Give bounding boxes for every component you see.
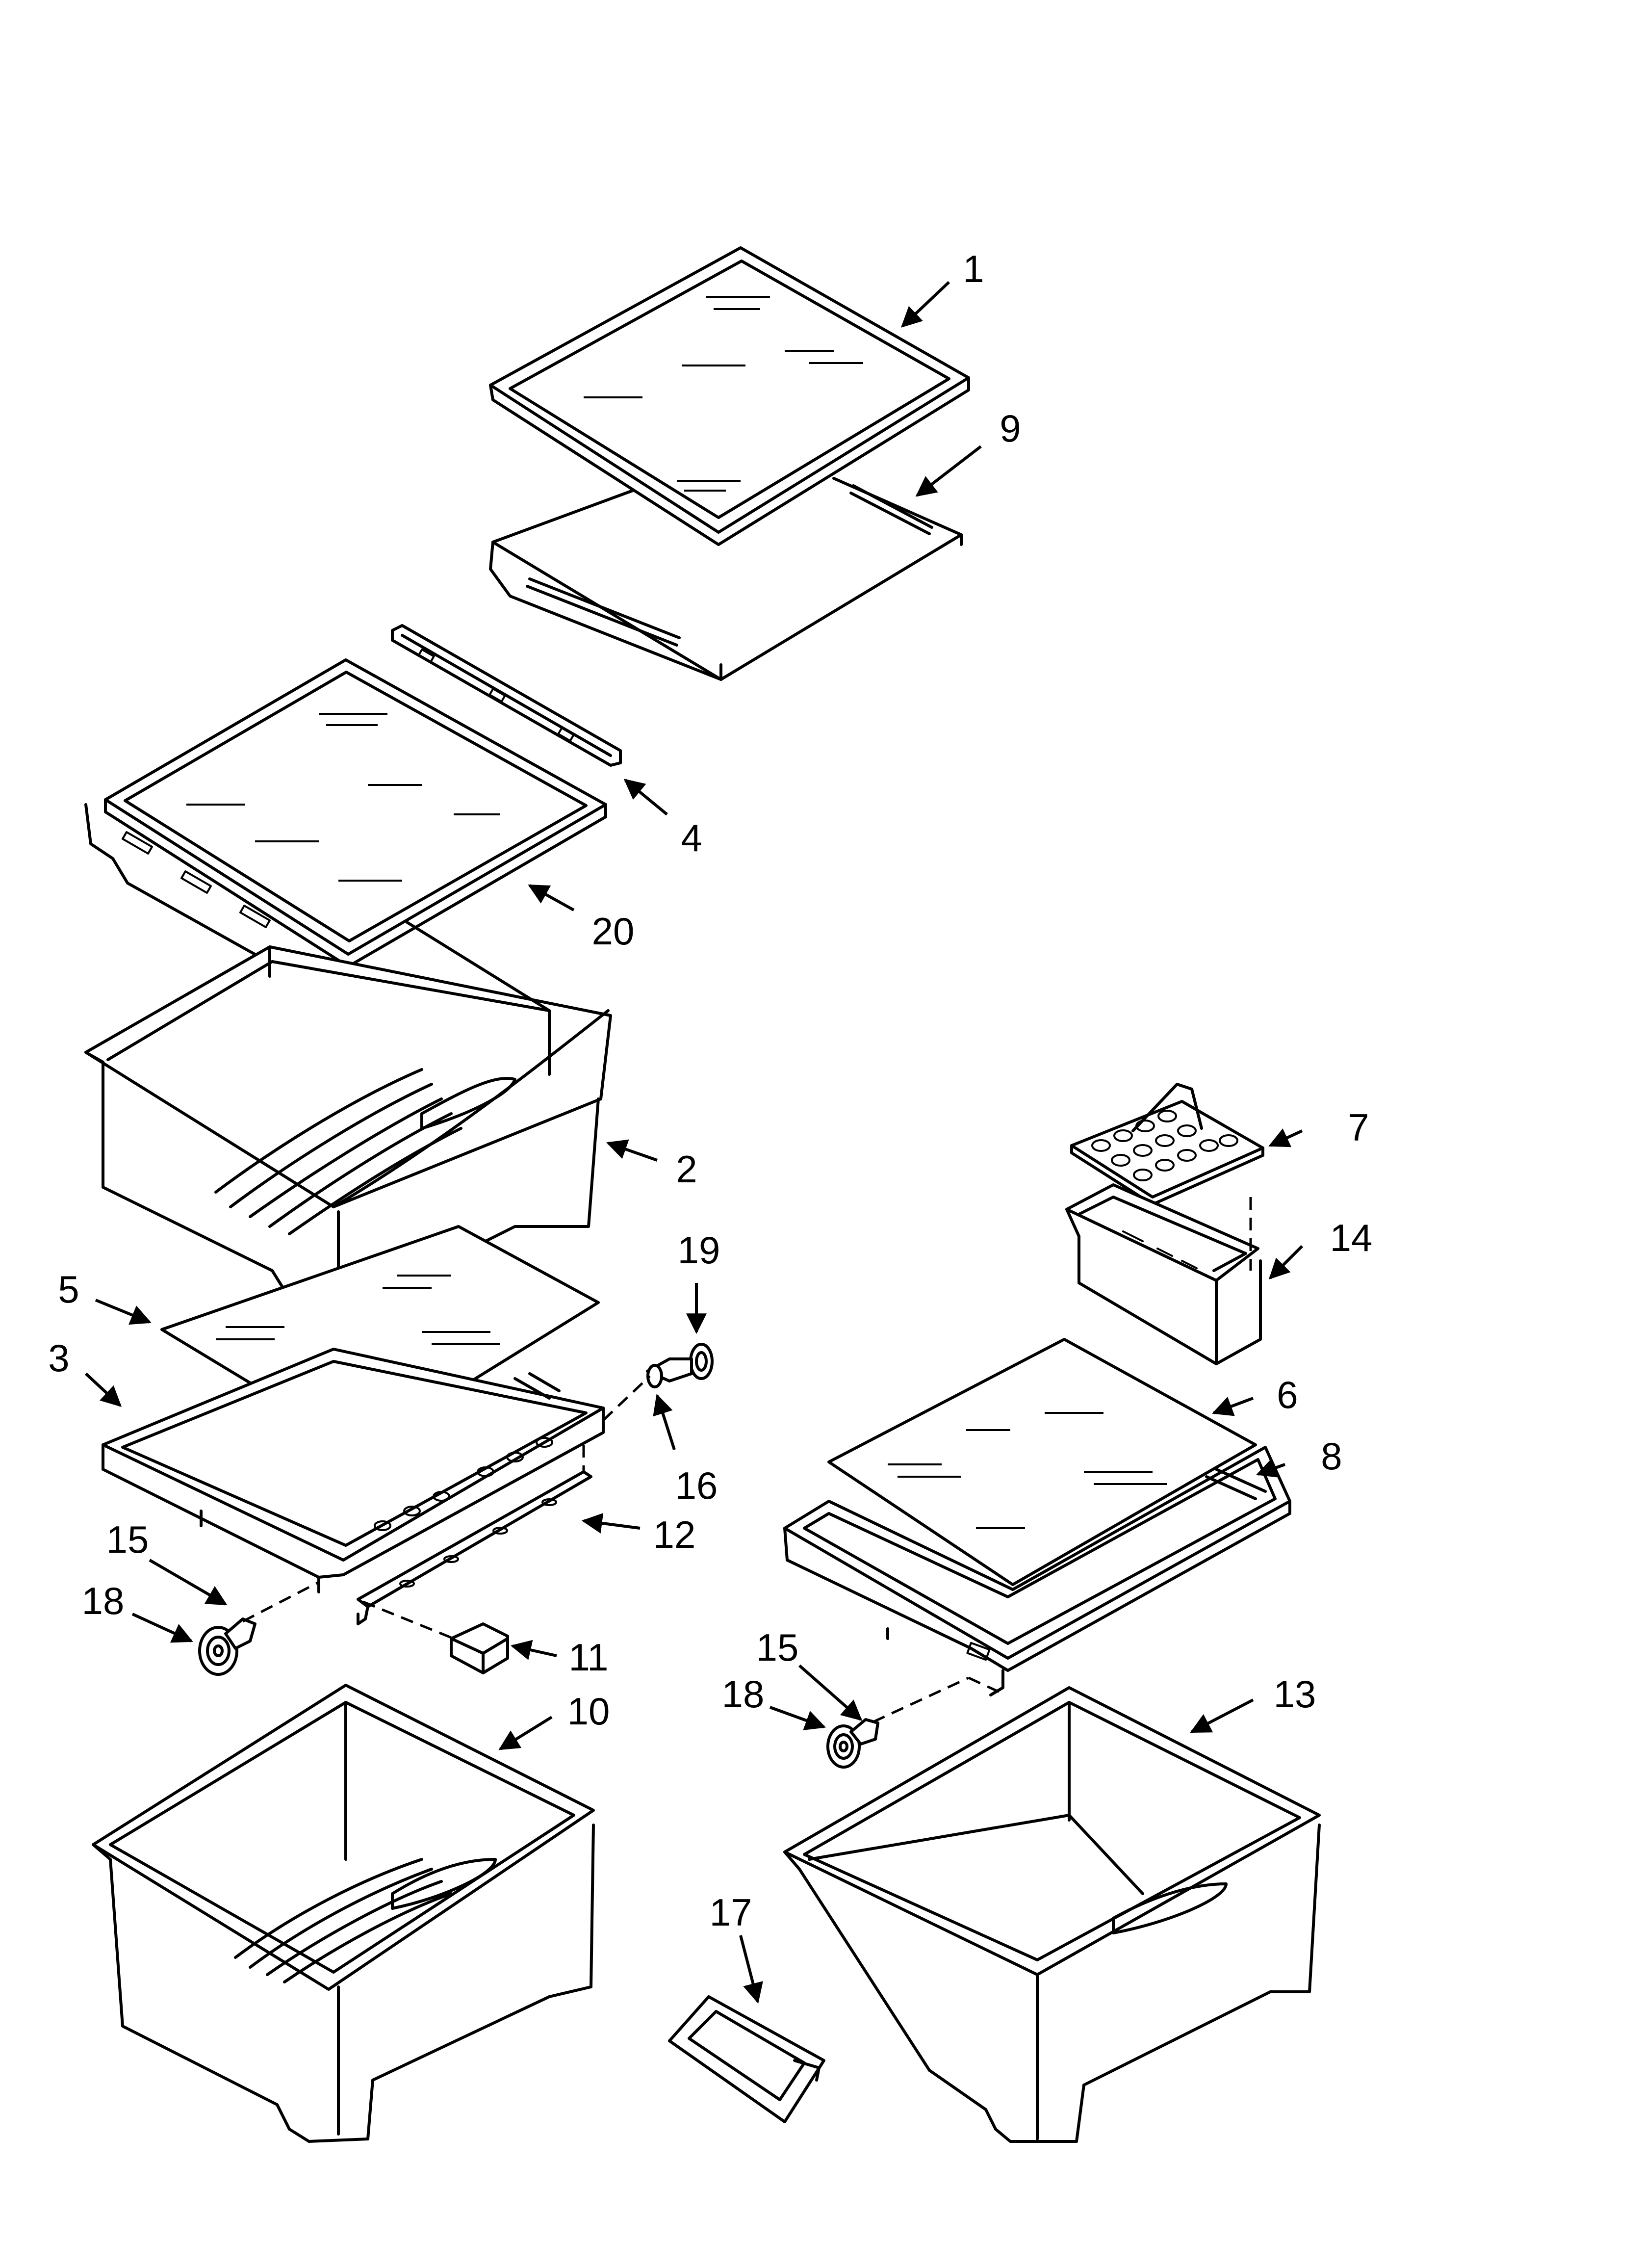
- callout-18-right: 18: [722, 1672, 765, 1716]
- crisper-frame-part-8: [783, 1446, 1291, 1696]
- alignment-line-11: [362, 1600, 454, 1640]
- callout-12: 12: [653, 1513, 696, 1556]
- rail-part-4: [391, 624, 622, 767]
- clip-part-11: [450, 1622, 509, 1674]
- alignment-line-15-right-b: [968, 1676, 1001, 1694]
- callout-2: 2: [676, 1147, 697, 1191]
- crisper-drawer-part-10: [92, 1684, 595, 2143]
- callout-13: 13: [1274, 1672, 1316, 1716]
- roller-part-19: [646, 1343, 714, 1388]
- callout-17: 17: [710, 1891, 752, 1934]
- control-strip-part-12: [357, 1470, 592, 1625]
- callout-9: 9: [1000, 407, 1021, 450]
- callout-6: 6: [1277, 1373, 1298, 1416]
- storage-bin-part-14: [1065, 1183, 1262, 1365]
- callout-10: 10: [567, 1690, 610, 1733]
- callout-8: 8: [1321, 1434, 1342, 1478]
- callout-18-left: 18: [82, 1579, 125, 1622]
- callout-3: 3: [48, 1336, 69, 1380]
- roller-part-18-left: [198, 1617, 257, 1676]
- glass-shelf-part-1: [489, 246, 970, 546]
- egg-tray-part-7: [1070, 1083, 1264, 1206]
- callout-5: 5: [58, 1268, 79, 1311]
- callout-20: 20: [592, 910, 635, 953]
- callout-19: 19: [678, 1228, 720, 1272]
- alignment-line-16: [602, 1375, 651, 1421]
- label-part-17: [668, 1995, 825, 2123]
- callout-16: 16: [675, 1464, 718, 1507]
- callout-15-right: 15: [756, 1626, 799, 1669]
- leader-lines: [84, 281, 1304, 2004]
- alignment-line-15-right: [872, 1676, 970, 1723]
- callout-7: 7: [1348, 1106, 1369, 1149]
- callout-11: 11: [569, 1636, 609, 1679]
- crisper-glass-part-6: [827, 1338, 1257, 1586]
- alignment-line-15-left: [242, 1581, 320, 1623]
- callout-1: 1: [963, 247, 984, 290]
- crisper-frame-part-3: [102, 1348, 605, 1593]
- callout-4: 4: [681, 816, 702, 860]
- callout-15-left: 15: [106, 1518, 149, 1561]
- drawer-part-13: [783, 1686, 1321, 2143]
- shelf-frame-part-9: [489, 477, 963, 681]
- callout-14: 14: [1330, 1216, 1373, 1259]
- roller-part-18-right: [826, 1718, 879, 1769]
